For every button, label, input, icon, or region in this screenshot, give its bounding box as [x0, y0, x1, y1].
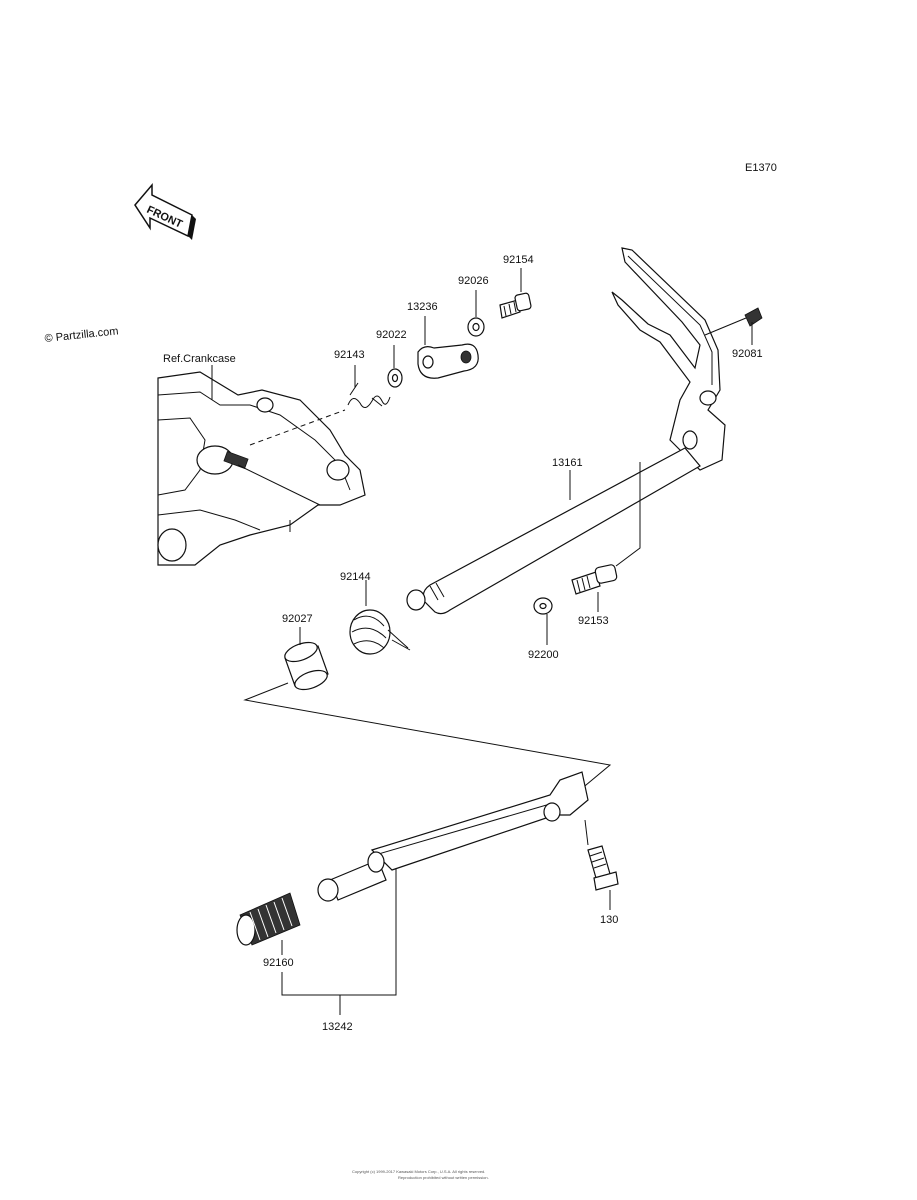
part-130-bolt [584, 819, 619, 891]
label-92022: 92022 [376, 329, 407, 341]
part-92027-collar [284, 641, 329, 691]
label-13161: 13161 [552, 457, 583, 469]
footer-line-1: Copyright (c) 1999-2017 Kawasaki Motors … [352, 1169, 485, 1174]
part-92144-spring [349, 609, 411, 655]
part-92143-spring [347, 382, 391, 408]
footer-line-2: Reproduction prohibited without written … [398, 1175, 489, 1180]
part-13242-shift-pedal [317, 771, 589, 902]
label-92027: 92027 [282, 613, 313, 625]
part-92200-washer [533, 597, 553, 615]
label-92200: 92200 [528, 649, 559, 661]
label-92143: 92143 [334, 349, 365, 361]
part-92153-stud [571, 462, 641, 595]
part-13236-link [417, 343, 479, 379]
label-ref-crankcase: Ref.Crankcase [163, 353, 236, 365]
crankcase-ref-drawing [157, 365, 366, 566]
diagram-code: E1370 [745, 162, 777, 174]
part-92081-clip [704, 307, 763, 336]
label-92144: 92144 [340, 571, 371, 583]
label-92154: 92154 [503, 254, 534, 266]
label-13242: 13242 [322, 1021, 353, 1033]
part-13161-shift-shaft [406, 247, 726, 615]
watermark: © Partzilla.com [44, 325, 119, 345]
label-13236: 13236 [407, 301, 438, 313]
label-92153: 92153 [578, 615, 609, 627]
part-92026-washer [467, 317, 485, 337]
label-92160: 92160 [263, 957, 294, 969]
part-92022-washer [387, 368, 403, 388]
part-92160-pedal-rubber [236, 892, 301, 946]
label-92026: 92026 [458, 275, 489, 287]
part-92154-bolt [499, 292, 532, 319]
label-92081: 92081 [732, 348, 763, 360]
label-130: 130 [600, 914, 618, 926]
front-arrow-icon: FRONT [134, 182, 196, 240]
